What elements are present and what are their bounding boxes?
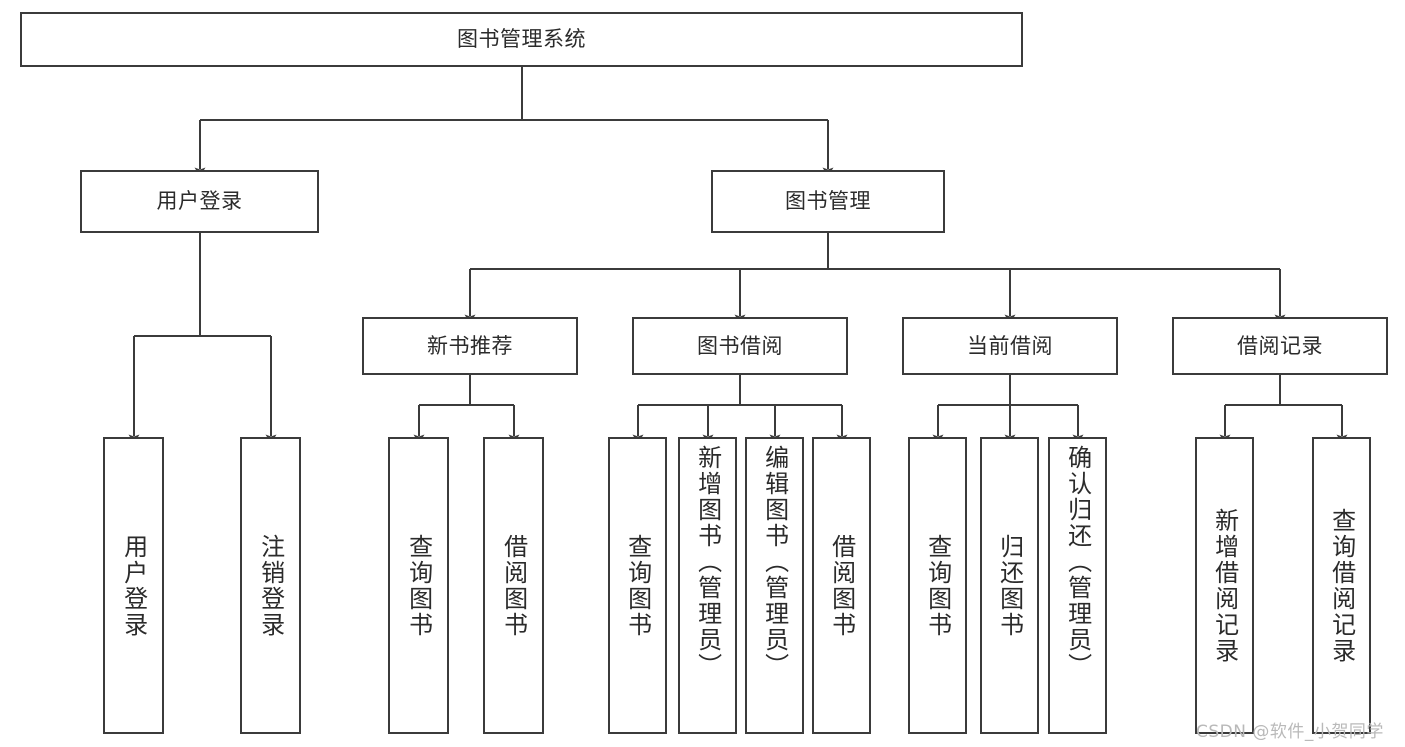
node-label: 编辑图书（管理员）	[760, 445, 789, 679]
node-leaf-logout[interactable]: 注销登录	[240, 437, 301, 734]
node-label: 借阅记录	[1237, 333, 1323, 358]
node-label: 图书管理系统	[457, 27, 586, 52]
node-leaf-borrow-book-a[interactable]: 借阅图书	[483, 437, 544, 734]
node-leaf-add-record[interactable]: 新增借阅记录	[1195, 437, 1254, 734]
node-borrow-record[interactable]: 借阅记录	[1172, 317, 1388, 375]
node-leaf-query-record[interactable]: 查询借阅记录	[1312, 437, 1371, 734]
node-book-manage[interactable]: 图书管理	[711, 170, 945, 233]
node-label: 图书管理	[785, 189, 871, 214]
node-label: 查询图书	[623, 533, 652, 638]
node-leaf-query-book-b[interactable]: 查询图书	[608, 437, 667, 734]
node-leaf-query-book-a[interactable]: 查询图书	[388, 437, 449, 734]
node-leaf-edit-book[interactable]: 编辑图书（管理员）	[745, 437, 804, 734]
node-leaf-borrow-book-b[interactable]: 借阅图书	[812, 437, 871, 734]
node-leaf-user-login[interactable]: 用户登录	[103, 437, 164, 734]
node-label: 借阅图书	[827, 533, 856, 638]
node-label: 查询图书	[923, 533, 952, 638]
node-label: 新书推荐	[427, 333, 513, 358]
node-label: 查询图书	[404, 533, 433, 638]
node-root[interactable]: 图书管理系统	[20, 12, 1023, 67]
node-current-borrow[interactable]: 当前借阅	[902, 317, 1118, 375]
node-leaf-query-book-c[interactable]: 查询图书	[908, 437, 967, 734]
node-user-login[interactable]: 用户登录	[80, 170, 319, 233]
node-book-borrow[interactable]: 图书借阅	[632, 317, 848, 375]
node-label: 归还图书	[995, 533, 1024, 638]
node-leaf-add-book[interactable]: 新增图书（管理员）	[678, 437, 737, 734]
node-new-book-rec[interactable]: 新书推荐	[362, 317, 578, 375]
node-label: 借阅图书	[499, 533, 528, 638]
node-leaf-return-book[interactable]: 归还图书	[980, 437, 1039, 734]
node-label: 当前借阅	[967, 333, 1053, 358]
node-label: 确认归还（管理员）	[1063, 445, 1092, 679]
node-label: 用户登录	[156, 189, 243, 214]
node-label: 用户登录	[119, 533, 148, 638]
node-label: 查询借阅记录	[1327, 507, 1356, 664]
node-label: 图书借阅	[697, 333, 783, 358]
node-label: 新增借阅记录	[1210, 507, 1239, 664]
node-label: 注销登录	[256, 533, 285, 638]
edge-paths	[128, 67, 1348, 444]
node-leaf-confirm-return[interactable]: 确认归还（管理员）	[1048, 437, 1107, 734]
node-label: 新增图书（管理员）	[693, 445, 722, 679]
